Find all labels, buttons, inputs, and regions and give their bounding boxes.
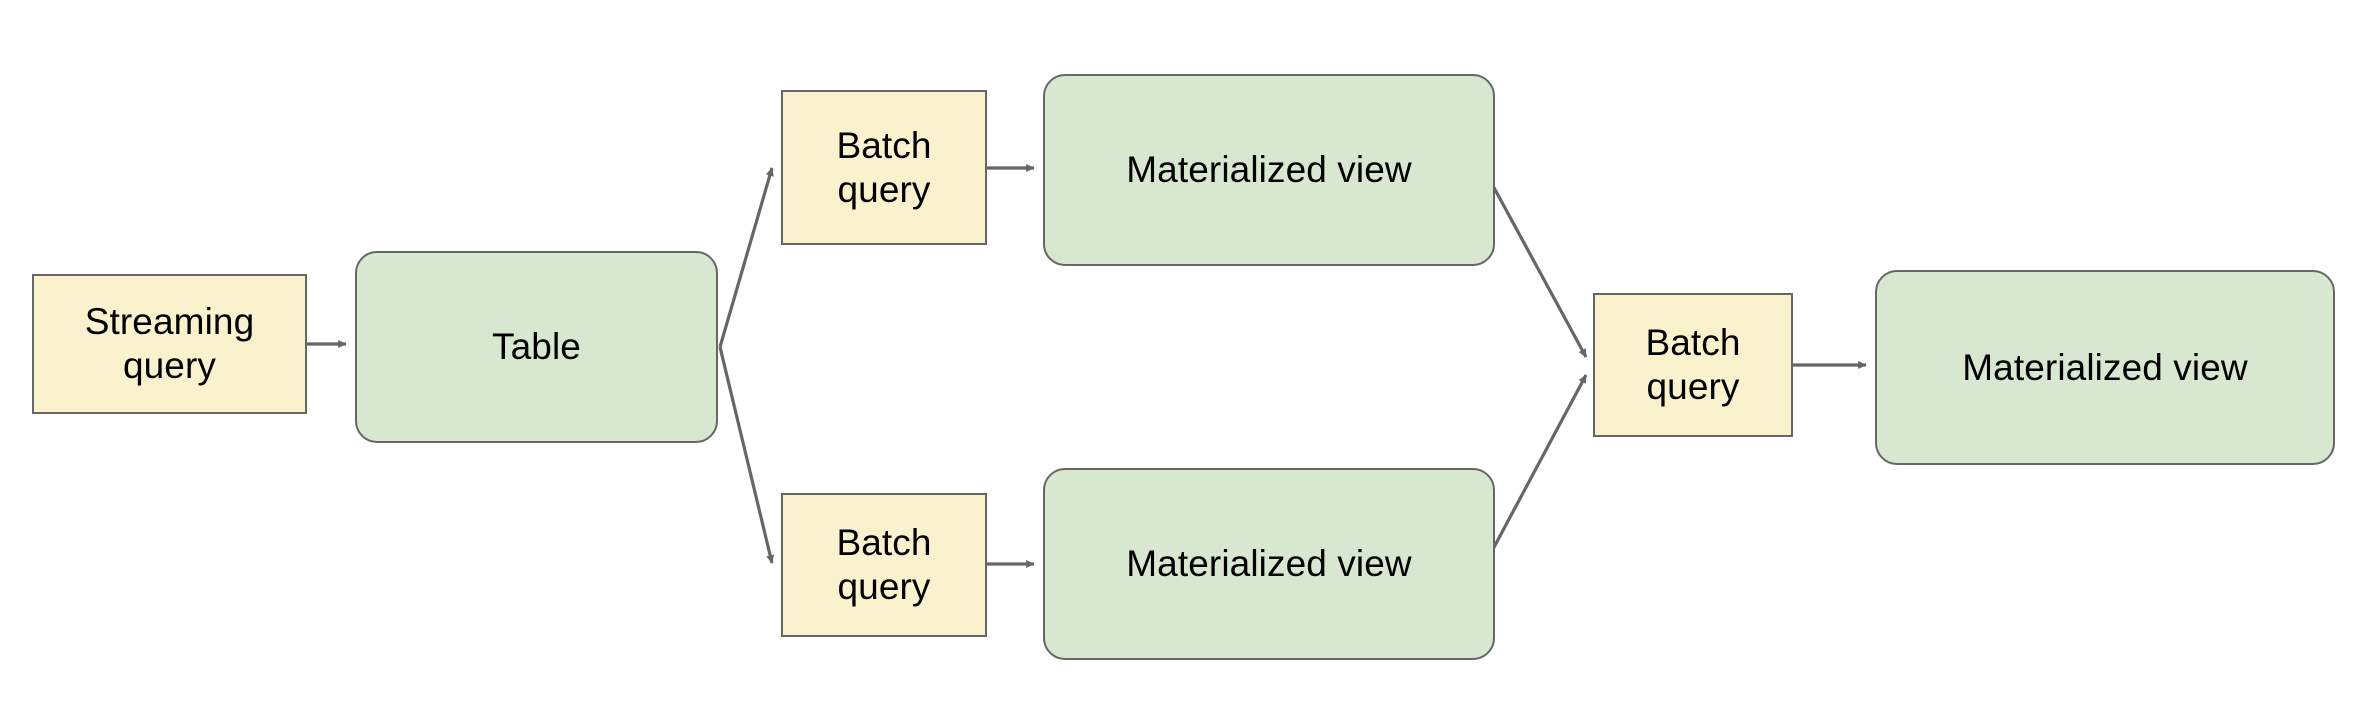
edge-mv-top-to-batch-right xyxy=(1490,183,1588,358)
node-streaming-query[interactable]: Streaming query xyxy=(32,274,307,414)
node-materialized-view-top[interactable]: Materialized view xyxy=(1043,74,1495,266)
node-materialized-view-final[interactable]: Materialized view xyxy=(1875,270,2335,465)
edge-table-to-batch-bottom xyxy=(718,346,775,564)
node-batch-query-top[interactable]: Batch query xyxy=(781,90,987,245)
node-table[interactable]: Table xyxy=(355,251,718,443)
edge-table-to-batch-top xyxy=(718,167,774,348)
edge-mv-bottom-to-batch-right xyxy=(1490,374,1588,552)
node-batch-query-bottom[interactable]: Batch query xyxy=(781,493,987,637)
node-batch-query-right[interactable]: Batch query xyxy=(1593,293,1793,437)
node-materialized-view-bottom[interactable]: Materialized view xyxy=(1043,468,1495,660)
